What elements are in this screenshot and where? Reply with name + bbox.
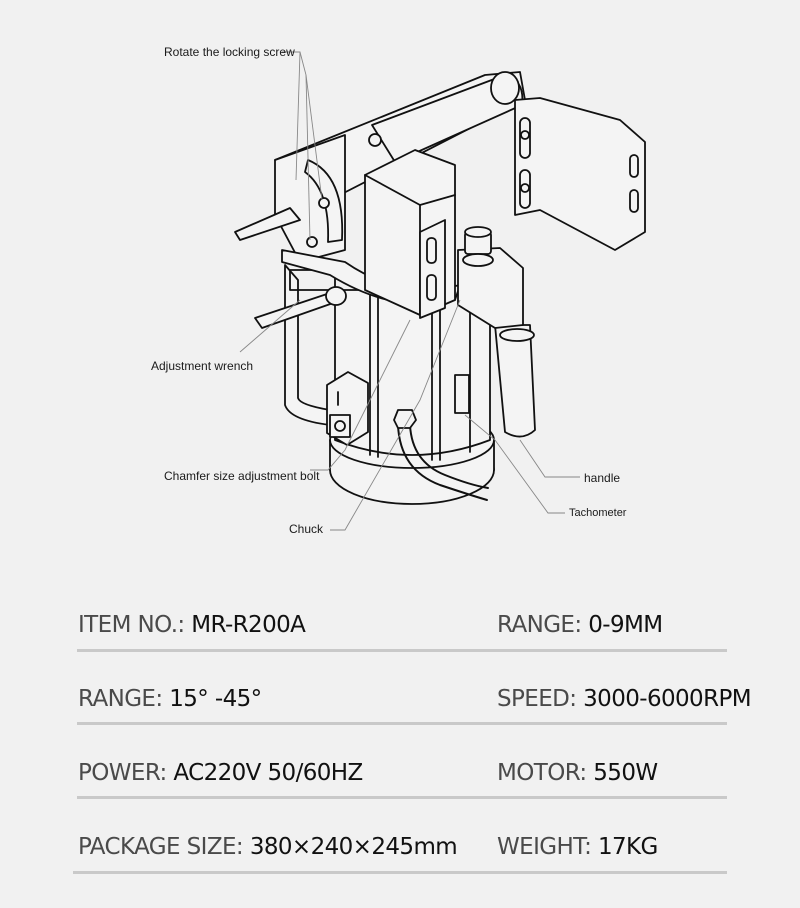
spec-value-package-size: 380×240×245mm	[249, 834, 458, 860]
right-bracket	[514, 97, 646, 251]
spec-label-range-mm: RANGE:	[497, 612, 582, 638]
spec-value-speed: 3000-6000RPM	[583, 686, 751, 712]
spec-label-motor: MOTOR:	[497, 760, 587, 786]
spec-label-item-no: ITEM NO.:	[78, 612, 185, 638]
callout-chamfer-size-adjustment-bolt: Chamfer size adjustment bolt	[164, 469, 320, 483]
adjustment-wrench-lever	[254, 286, 347, 329]
power-cable	[393, 409, 489, 501]
spec-label-power: POWER:	[78, 760, 167, 786]
callout-tachometer: Tachometer	[569, 507, 627, 519]
spec-value-range-angle: 15° -45°	[169, 686, 262, 712]
divider	[77, 722, 727, 725]
callout-chuck: Chuck	[289, 522, 324, 536]
spec-value-power: AC220V 50/60HZ	[173, 760, 363, 786]
machine-line-drawing	[234, 51, 646, 531]
angle-scale-plate	[234, 133, 382, 263]
spec-value-weight: 17KG	[597, 834, 658, 860]
spec-value-range-mm: 0-9MM	[588, 612, 663, 638]
spec-label-package-size: PACKAGE SIZE:	[78, 834, 244, 860]
callout-adjustment-wrench: Adjustment wrench	[151, 359, 254, 373]
power-switch	[326, 371, 369, 446]
front-bracket	[419, 219, 446, 319]
spec-row: ITEM NO.: MR-R200A RANGE: 0-9MM	[0, 612, 800, 686]
divider	[77, 649, 727, 652]
spec-label-weight: WEIGHT:	[497, 834, 592, 860]
spec-row: PACKAGE SIZE: 380×240×245mm WEIGHT: 17KG	[0, 834, 800, 908]
spec-label-range-angle: RANGE:	[78, 686, 163, 712]
spec-value-item-no: MR-R200A	[191, 612, 306, 638]
spec-row: POWER: AC220V 50/60HZ MOTOR: 550W	[0, 760, 800, 834]
divider	[77, 796, 727, 799]
handle-grip	[494, 324, 536, 438]
spec-row: RANGE: 15° -45° SPEED: 3000-6000RPM	[0, 686, 800, 760]
spec-value-motor: 550W	[593, 760, 658, 786]
divider	[73, 871, 727, 874]
motor-body	[334, 289, 491, 461]
spec-label-speed: SPEED:	[497, 686, 577, 712]
callout-locking-screw: Rotate the locking screw	[164, 45, 295, 59]
callout-handle: handle	[584, 471, 621, 485]
